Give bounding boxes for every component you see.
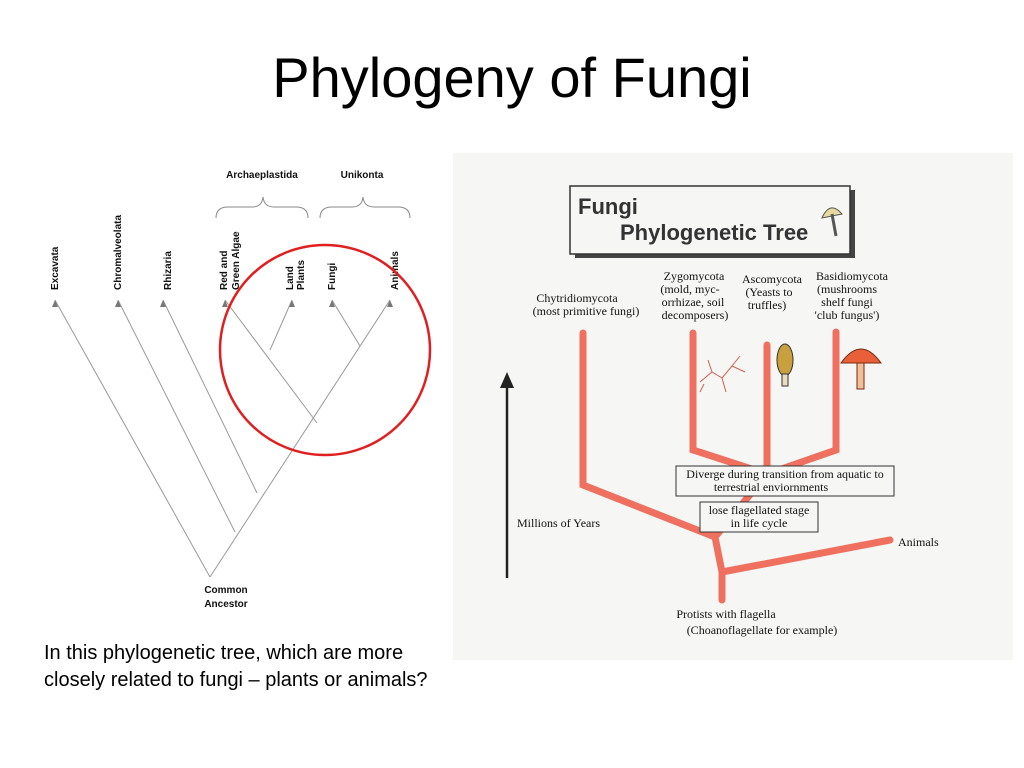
svg-text:truffles): truffles) bbox=[748, 298, 786, 312]
zygomycota-label: Zygomycota (mold, myc- orrhizae, soil de… bbox=[660, 269, 728, 322]
svg-text:in life cycle: in life cycle bbox=[731, 516, 788, 530]
protists-label-line2: (Choanoflagellate for example) bbox=[687, 623, 838, 637]
common-ancestor-line1: Common bbox=[204, 585, 247, 596]
archaeplastida-brace bbox=[215, 196, 309, 219]
svg-text:Basidiomycota: Basidiomycota bbox=[816, 269, 889, 283]
taxon-red-green-algae-line2: Green Algae bbox=[231, 231, 242, 290]
ascomycota-label: Ascomycota (Yeasts to truffles) bbox=[742, 272, 803, 312]
animals-label: Animals bbox=[898, 535, 939, 549]
diverge-note: Diverge during transition from aquatic t… bbox=[686, 467, 883, 494]
taxon-land-plants-line2: Plants bbox=[296, 260, 307, 290]
svg-text:Chytridiomycota: Chytridiomycota bbox=[536, 291, 618, 305]
fungi-tree-title-line2: Phylogenetic Tree bbox=[620, 220, 808, 245]
chytridiomycota-label: Chytridiomycota (most primitive fungi) bbox=[533, 291, 640, 318]
morel-icon bbox=[776, 343, 794, 387]
basidiomycota-label: Basidiomycota (mushrooms shelf fungi 'cl… bbox=[815, 269, 889, 322]
svg-text:(Yeasts to: (Yeasts to bbox=[745, 285, 792, 299]
taxon-rhizaria: Rhizaria bbox=[163, 251, 174, 290]
svg-text:(mushrooms: (mushrooms bbox=[817, 282, 877, 296]
basidio-mushroom-icon bbox=[840, 348, 882, 390]
taxon-fungi: Fungi bbox=[327, 263, 338, 290]
svg-text:Diverge during transition from: Diverge during transition from aquatic t… bbox=[686, 467, 883, 481]
svg-text:Ascomycota: Ascomycota bbox=[742, 272, 803, 286]
mushroom-icon bbox=[821, 207, 843, 237]
common-ancestor-line2: Ancestor bbox=[204, 599, 247, 610]
taxon-animals: Animals bbox=[390, 251, 401, 290]
unikonta-brace bbox=[319, 196, 411, 219]
taxon-chromalveolata: Chromalveolata bbox=[113, 215, 124, 290]
cladogram-arrowheads bbox=[52, 300, 393, 307]
svg-text:orrhizae, soil: orrhizae, soil bbox=[662, 295, 725, 309]
taxon-red-green-algae-line1: Red and bbox=[219, 251, 230, 290]
svg-text:(mold, myc-: (mold, myc- bbox=[660, 282, 719, 296]
time-axis-arrowhead bbox=[500, 372, 514, 388]
mycelium-icon bbox=[699, 355, 746, 393]
svg-text:(most primitive fungi): (most primitive fungi) bbox=[533, 304, 640, 318]
highlight-circle bbox=[218, 243, 432, 457]
diverge-note-box bbox=[675, 465, 895, 497]
svg-text:terrestrial enviornments: terrestrial enviornments bbox=[714, 480, 829, 494]
slide-title: Phylogeny of Fungi bbox=[272, 46, 752, 109]
svg-text:lose flagellated stage: lose flagellated stage bbox=[709, 503, 810, 517]
flagella-note-box bbox=[699, 501, 819, 533]
svg-text:decomposers): decomposers) bbox=[662, 308, 729, 322]
svg-text:Zygomycota: Zygomycota bbox=[664, 269, 725, 283]
question-text: In this phylogenetic tree, which are mor… bbox=[44, 642, 428, 691]
svg-text:'club fungus'): 'club fungus') bbox=[815, 308, 880, 322]
cladogram-branches bbox=[54, 299, 391, 578]
fungi-tree-title-box bbox=[569, 185, 851, 255]
axis-label: Millions of Years bbox=[517, 516, 600, 530]
archaeplastida-label: Archaeplastida bbox=[226, 170, 298, 181]
unikonta-label: Unikonta bbox=[341, 170, 384, 181]
fungi-tree: Fungi Phylogenetic Tree Chytridiomycota … bbox=[453, 153, 1013, 660]
svg-text:shelf fungi: shelf fungi bbox=[821, 295, 873, 309]
protists-label-line1: Protists with flagella bbox=[676, 607, 776, 621]
taxon-excavata: Excavata bbox=[50, 246, 61, 290]
fungi-tree-title-line1: Fungi bbox=[578, 194, 638, 219]
flagella-note: lose flagellated stage in life cycle bbox=[709, 503, 810, 530]
taxon-land-plants-line1: Land bbox=[285, 266, 296, 290]
cladogram: Archaeplastida Unikonta Excavata Chromal… bbox=[50, 170, 432, 610]
